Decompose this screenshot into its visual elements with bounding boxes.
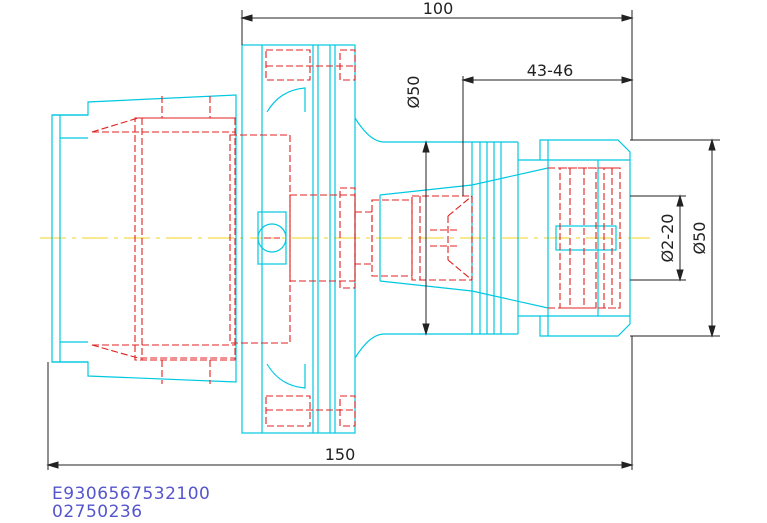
- part-code-line-1: E9306567532100: [52, 484, 211, 504]
- part-code-line-2: 02750236: [52, 502, 143, 522]
- dim-label-right-diameter: Ø50: [690, 222, 709, 255]
- tool-body-outline: [51, 44, 631, 434]
- dim-label-left-diameter: Ø50: [404, 76, 423, 109]
- dim-label-100: 100: [423, 0, 454, 18]
- dim-label-150: 150: [325, 445, 356, 464]
- hidden-lines: [91, 49, 621, 427]
- dim-label-clamp-range: Ø2-20: [658, 214, 677, 263]
- dim-label-43-46: 43-46: [527, 61, 574, 80]
- dimension-lines: [46, 10, 720, 470]
